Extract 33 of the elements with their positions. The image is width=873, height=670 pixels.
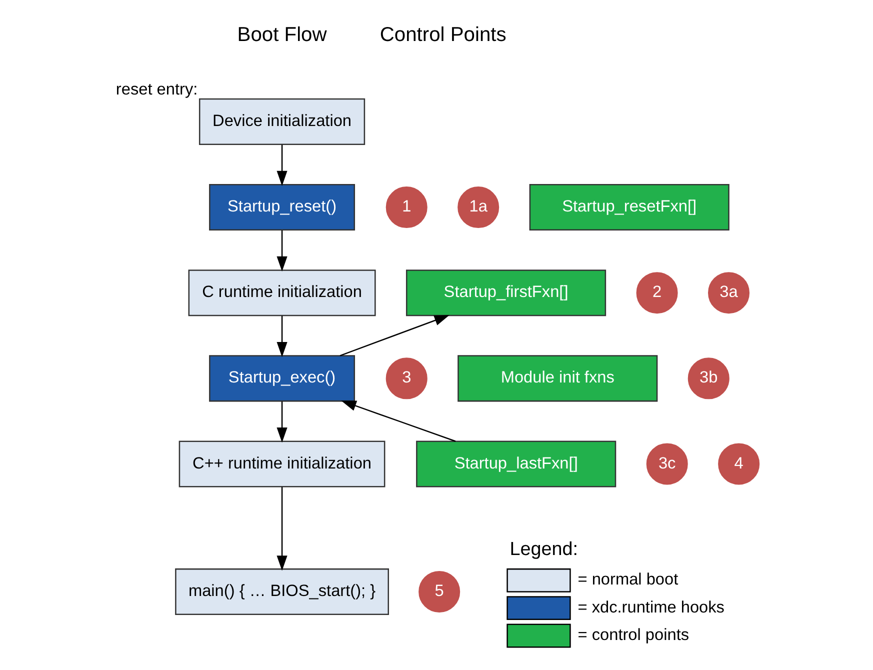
node-box: Startup_lastFxn[] xyxy=(416,440,616,488)
arrow xyxy=(341,400,456,442)
arrow xyxy=(340,315,450,356)
node-circle: 3b xyxy=(688,358,730,400)
arrow xyxy=(276,316,288,358)
legend-label: = xdc.runtime hooks xyxy=(578,598,724,616)
node-box: main() { … BIOS_start(); } xyxy=(175,568,389,615)
label: Control Points xyxy=(380,24,506,46)
node-circle: 3a xyxy=(708,272,750,314)
node-box: Device initialization xyxy=(198,98,366,145)
node-circle: 3 xyxy=(386,358,428,400)
node-circle: 4 xyxy=(718,443,760,485)
legend-label: = control points xyxy=(578,626,690,644)
node-box: C runtime initialization xyxy=(188,270,376,316)
node-circle: 1a xyxy=(458,186,500,228)
node-circle: 5 xyxy=(418,570,460,612)
node-circle: 3c xyxy=(646,443,688,485)
node-circle: 2 xyxy=(636,272,678,314)
label: Boot Flow xyxy=(237,24,327,46)
legend-label: = normal boot xyxy=(578,570,678,589)
node-label: reset entry: xyxy=(116,80,198,99)
label: Legend: xyxy=(510,538,578,560)
node-circle: 1 xyxy=(386,186,428,228)
node-box: Module init fxns xyxy=(458,355,658,402)
node-box: Startup_resetFxn[] xyxy=(529,184,730,231)
arrow xyxy=(276,487,288,571)
arrow xyxy=(276,144,288,186)
node-box: C++ runtime initialization xyxy=(178,440,386,488)
node-box: Startup_firstFxn[] xyxy=(406,270,606,316)
arrow xyxy=(276,230,288,272)
arrow xyxy=(276,402,288,443)
node-box: Startup_exec() xyxy=(209,355,356,402)
node-box: Startup_reset() xyxy=(209,184,356,231)
